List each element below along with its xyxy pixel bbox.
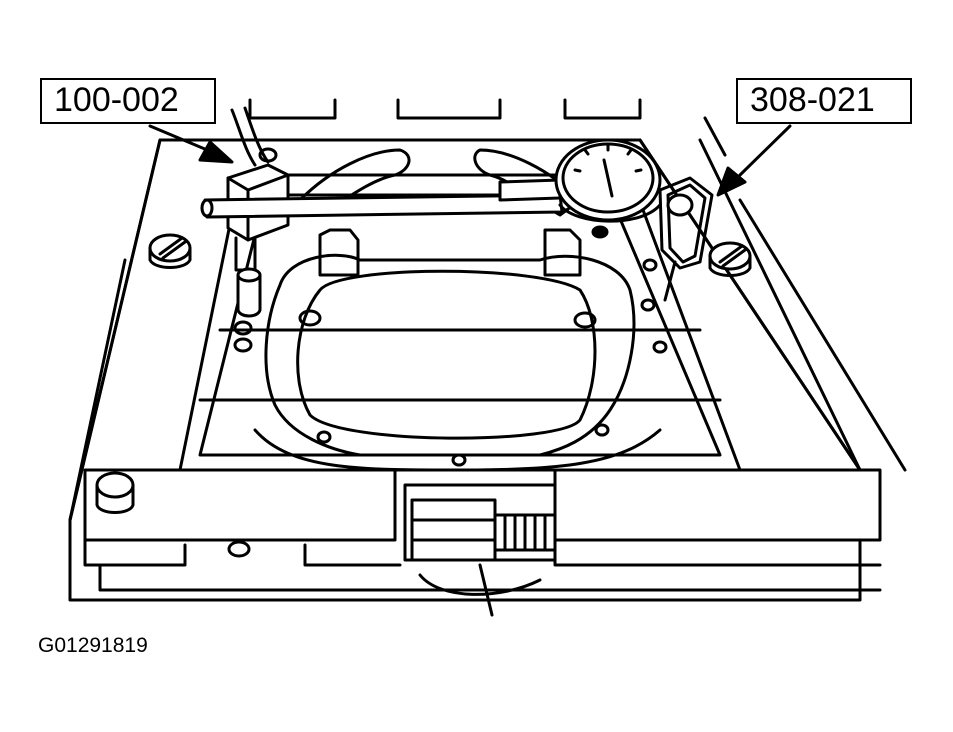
top-rails xyxy=(248,98,642,120)
callout-label-308-021: 308-021 xyxy=(736,78,912,124)
housing-opening xyxy=(253,228,662,472)
callout-arrows xyxy=(148,124,792,197)
holes xyxy=(214,258,668,558)
callout-label-100-002: 100-002 xyxy=(40,78,216,124)
bottom-bar xyxy=(83,468,882,617)
dial-indicator-308-021 xyxy=(498,138,714,302)
figure-id: G01291819 xyxy=(38,634,148,657)
indicator-rod xyxy=(200,193,564,219)
slotted-screws xyxy=(148,233,752,277)
